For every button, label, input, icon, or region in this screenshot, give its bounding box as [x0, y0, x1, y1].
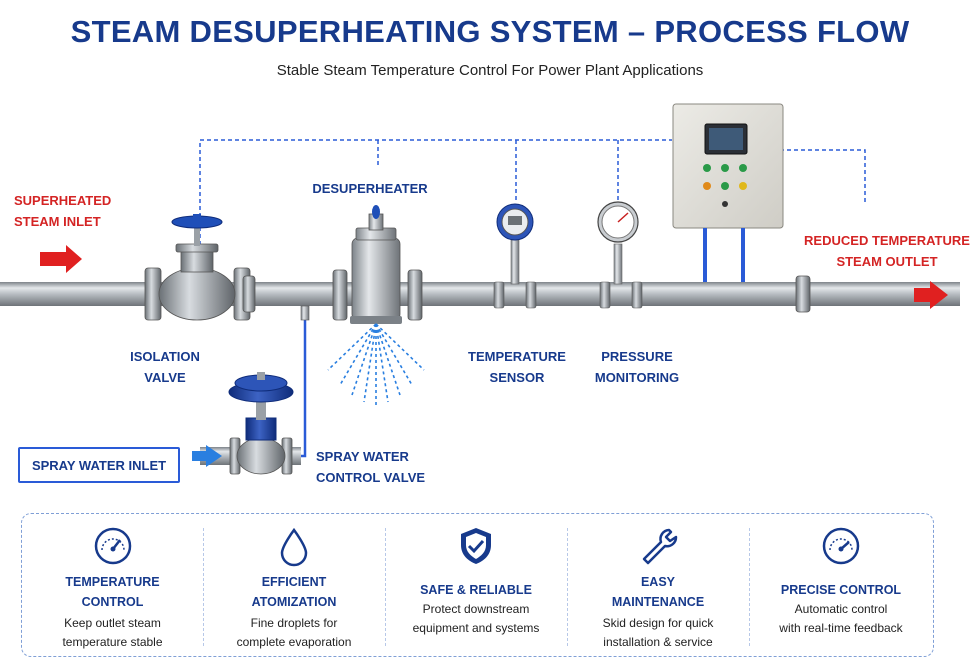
spray-pattern [327, 323, 425, 405]
spray-inlet-arrow-icon [192, 445, 222, 467]
inlet-arrow-icon [40, 245, 82, 273]
inlet-label: SUPERHEATED STEAM INLET [14, 193, 112, 229]
droplet-icon [280, 527, 308, 567]
gauge-icon [822, 527, 860, 565]
spray-water-inlet-box: SPRAY WATER INLET [18, 447, 180, 483]
spray-control-valve-label: SPRAY WATER CONTROL VALVE [316, 449, 426, 485]
desuperheater-label: DESUPERHEATER [312, 181, 428, 196]
outlet-arrow-icon [914, 281, 948, 309]
spray-water-line [292, 318, 307, 458]
temperature-sensor-label: TEMPERATURE SENSOR [468, 349, 566, 385]
page-title: STEAM DESUPERHEATING SYSTEM – PROCESS FL… [70, 14, 910, 49]
page-subtitle: Stable Steam Temperature Control For Pow… [276, 62, 704, 79]
outlet-label: REDUCED TEMPERATURE STEAM OUTLET [804, 233, 970, 269]
main-steam-pipe [0, 282, 960, 306]
isolation-valve [144, 214, 251, 321]
temperature-sensor [493, 203, 537, 309]
process-diagram [0, 103, 960, 475]
wrench-icon [642, 528, 678, 565]
isolation-valve-label: ISOLATION VALVE [130, 349, 200, 385]
pressure-gauge [597, 201, 643, 309]
desuperheater-unit [332, 205, 423, 324]
pressure-monitoring-label: PRESSURE MONITORING [594, 349, 680, 385]
control-panel [672, 103, 784, 282]
signal-lines [199, 139, 866, 245]
gauge-icon [94, 527, 131, 565]
shield-check-icon [461, 528, 491, 564]
